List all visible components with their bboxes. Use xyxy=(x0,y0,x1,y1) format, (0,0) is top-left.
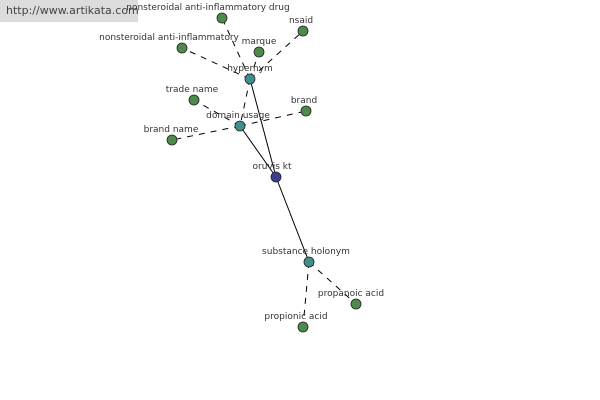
label-hypernym: hypernym xyxy=(227,64,273,74)
label-substance-holonym: substance holonym xyxy=(262,247,350,257)
edge-hypernym-domain-usage xyxy=(239,78,251,127)
label-propanoic-acid: propanoic acid xyxy=(318,289,384,299)
edge-holonym-propanoic xyxy=(308,261,357,305)
node-propanoic-acid[interactable] xyxy=(350,298,362,310)
label-propionic-acid: propionic acid xyxy=(264,312,327,322)
label-nsaid-drug: nonsteroidal anti-inflammatory drug xyxy=(126,3,289,13)
edge-domain-trade-name xyxy=(193,99,241,127)
node-hypernym[interactable] xyxy=(244,73,256,85)
edge-center-hypernym xyxy=(249,78,277,178)
label-nsaid: nsaid xyxy=(289,16,313,26)
node-trade-name[interactable] xyxy=(188,94,200,106)
node-substance-holonym[interactable] xyxy=(303,256,315,268)
node-nsaid[interactable] xyxy=(297,25,309,37)
edges xyxy=(171,17,357,328)
label-center: oruvis kt xyxy=(252,162,291,172)
node-marque[interactable] xyxy=(253,46,265,58)
label-domain-usage: domain usage xyxy=(206,111,270,121)
site-url-banner[interactable]: http://www.artikata.com xyxy=(0,0,139,22)
label-marque: marque xyxy=(242,37,277,47)
edge-center-domain-usage xyxy=(239,125,277,178)
node-center[interactable] xyxy=(270,171,282,183)
nodes xyxy=(166,12,362,333)
node-brand-name[interactable] xyxy=(166,134,178,146)
label-brand: brand xyxy=(291,96,317,106)
labels: nonsteroidal anti-inflammatory drug nons… xyxy=(99,3,384,322)
label-nsaid-long: nonsteroidal anti-inflammatory xyxy=(99,33,239,43)
edge-hypernym-nsaid-long xyxy=(181,47,251,80)
node-nsaid-long[interactable] xyxy=(176,42,188,54)
edge-center-substance-holonym xyxy=(275,176,310,263)
node-nsaid-drug[interactable] xyxy=(216,12,228,24)
node-brand[interactable] xyxy=(300,105,312,117)
node-domain-usage[interactable] xyxy=(234,120,246,132)
label-brand-name: brand name xyxy=(144,125,199,135)
node-propionic-acid[interactable] xyxy=(297,321,309,333)
label-trade-name: trade name xyxy=(166,85,219,95)
